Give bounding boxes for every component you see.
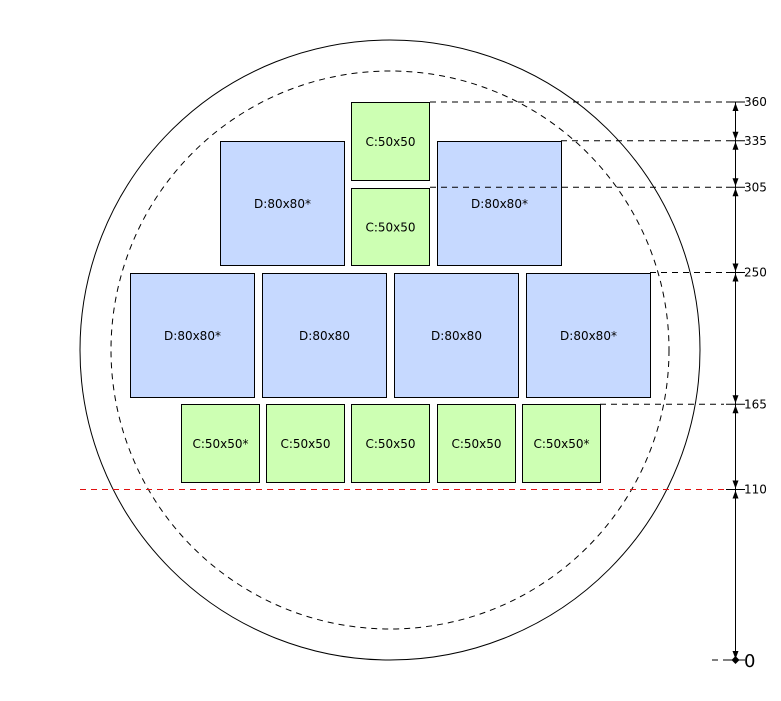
- block-label: C:50x50: [365, 437, 415, 451]
- block-row-c-1: C:50x50*: [181, 404, 260, 483]
- scale-tick-360: 360: [726, 95, 767, 111]
- block-top-c: C:50x50: [351, 102, 430, 181]
- block-label: C:50x50: [451, 437, 501, 451]
- tick-label: 360: [744, 95, 767, 109]
- block-upper-d-right: D:80x80*: [437, 141, 562, 266]
- block-row-c-2: C:50x50: [266, 404, 345, 483]
- inner-dashed-circle: [110, 70, 670, 630]
- block-rect: [437, 404, 516, 483]
- block-upper-d-left: D:80x80*: [220, 141, 345, 266]
- block-row-c-4: C:50x50: [437, 404, 516, 483]
- block-label: D:80x80*: [164, 329, 221, 343]
- block-rect: [522, 404, 601, 483]
- block-mid-c: C:50x50: [351, 188, 430, 266]
- tick-label: 165: [744, 397, 767, 411]
- arrow-down: [732, 131, 739, 140]
- arrow-down: [732, 480, 739, 489]
- block-rect: [351, 188, 430, 266]
- block-label: D:80x80: [431, 329, 482, 343]
- block-rect: [437, 141, 562, 266]
- block-label: C:50x50: [280, 437, 330, 451]
- origin-diamond: [731, 656, 740, 664]
- arrow-down: [732, 395, 739, 404]
- block-label: C:50x50: [365, 221, 415, 235]
- outer-circle: [79, 39, 701, 661]
- block-label: D:80x80*: [471, 197, 528, 211]
- tick-label: 110: [744, 483, 767, 497]
- block-row-d-4: D:80x80*: [526, 273, 651, 398]
- arrow-up: [732, 103, 739, 111]
- arrow-up: [732, 490, 739, 499]
- tick-label: 250: [744, 266, 767, 280]
- arrow-down: [732, 263, 739, 272]
- block-row-c-3: C:50x50: [351, 404, 430, 483]
- block-rect: [351, 102, 430, 181]
- block-row-d-3: D:80x80: [394, 273, 519, 398]
- tick-label: 335: [744, 134, 767, 148]
- block-rect: [351, 404, 430, 483]
- scale-tick-0: 0: [726, 651, 755, 672]
- block-label: C:50x50*: [533, 437, 589, 451]
- block-rect: [262, 273, 387, 398]
- arrow-up: [732, 405, 739, 414]
- block-rect: [526, 273, 651, 398]
- arrow-down: [732, 178, 739, 187]
- scale-tick-110: 110: [726, 480, 767, 499]
- block-rect: [181, 404, 260, 483]
- block-label: D:80x80*: [560, 329, 617, 343]
- block-label: D:80x80: [299, 329, 350, 343]
- tick-label: 305: [744, 180, 767, 194]
- block-rect: [394, 273, 519, 398]
- scale-tick-165: 165: [726, 395, 767, 414]
- arrow-up: [732, 188, 739, 197]
- scale-tick-250: 250: [726, 263, 767, 282]
- block-row-d-2: D:80x80: [262, 273, 387, 398]
- scale-tick-335: 335: [726, 131, 767, 150]
- block-label: C:50x50: [365, 135, 415, 149]
- arrow-down: [732, 651, 739, 659]
- block-rect: [130, 273, 255, 398]
- arrow-up: [732, 273, 739, 282]
- arrow-up: [732, 141, 739, 150]
- block-rect: [266, 404, 345, 483]
- scale-tick-305: 305: [726, 178, 767, 197]
- block-label: D:80x80*: [254, 197, 311, 211]
- tick-label-zero: 0: [744, 651, 755, 672]
- block-rect: [220, 141, 345, 266]
- block-row-d-1: D:80x80*: [130, 273, 255, 398]
- block-row-c-5: C:50x50*: [522, 404, 601, 483]
- block-label: C:50x50*: [192, 437, 248, 451]
